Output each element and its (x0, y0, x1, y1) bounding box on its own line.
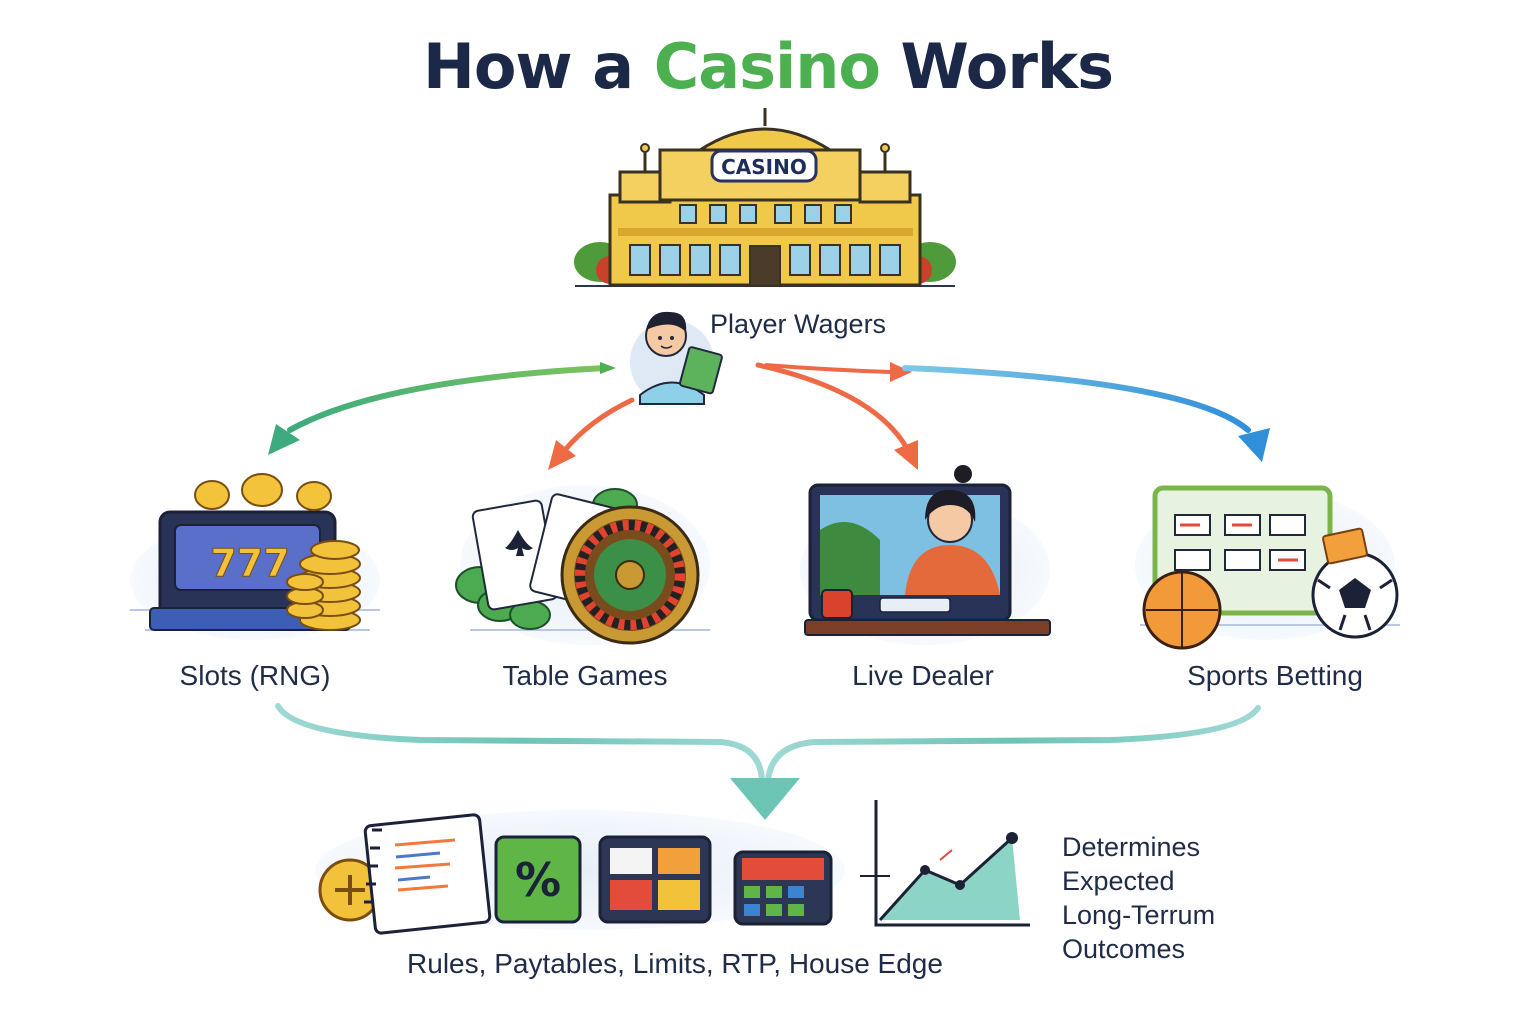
player-wagers-label: Player Wagers (710, 309, 887, 339)
paytable-icon (598, 835, 712, 924)
outcome-line-1: Determines (1062, 832, 1201, 862)
casino-sign: CASINO (721, 155, 807, 179)
player-avatar-icon (630, 311, 723, 405)
sports-betting-icon (1135, 485, 1400, 650)
slot-machine-icon: 777 (130, 473, 380, 640)
percent-symbol: % (515, 853, 561, 907)
cards-roulette-icon (455, 485, 710, 645)
outcome-line-2: Expected (1062, 866, 1175, 896)
mechanics-label: Rules, Paytables, Limits, RTP, House Edg… (407, 948, 943, 979)
slots-label: Slots (RNG) (179, 660, 331, 691)
casino-building-icon: CASINO (574, 108, 956, 287)
arrow-to-table-games (548, 397, 635, 470)
arrow-to-slots (268, 362, 616, 455)
rulebook-icon (363, 813, 492, 935)
percent-icon: % (494, 835, 582, 924)
funnel-arrow (275, 703, 1261, 820)
arrow-to-sports-betting (902, 365, 1270, 462)
sports-betting-label: Sports Betting (1187, 660, 1363, 691)
title-part-works: Works (879, 30, 1115, 103)
title-accent-casino: Casino (653, 30, 881, 103)
outcome-line-4: Outcomes (1062, 934, 1186, 964)
live-dealer-monitor-icon (800, 465, 1051, 645)
trend-chart-icon (860, 800, 1030, 927)
live-dealer-label: Live Dealer (852, 660, 994, 691)
title-part-how-a: How a (422, 30, 654, 103)
table-games-label: Table Games (502, 660, 668, 691)
calculator-icon (733, 850, 833, 926)
arrow-to-live-dealer (755, 362, 918, 470)
page-title: How a Casino Works (0, 30, 1536, 103)
outcome-text: Determines Expected Long-Terrum Outcomes (1062, 830, 1215, 966)
slot-reels-777: 777 (210, 541, 289, 585)
outcome-line-3: Long-Terrum (1062, 900, 1216, 930)
